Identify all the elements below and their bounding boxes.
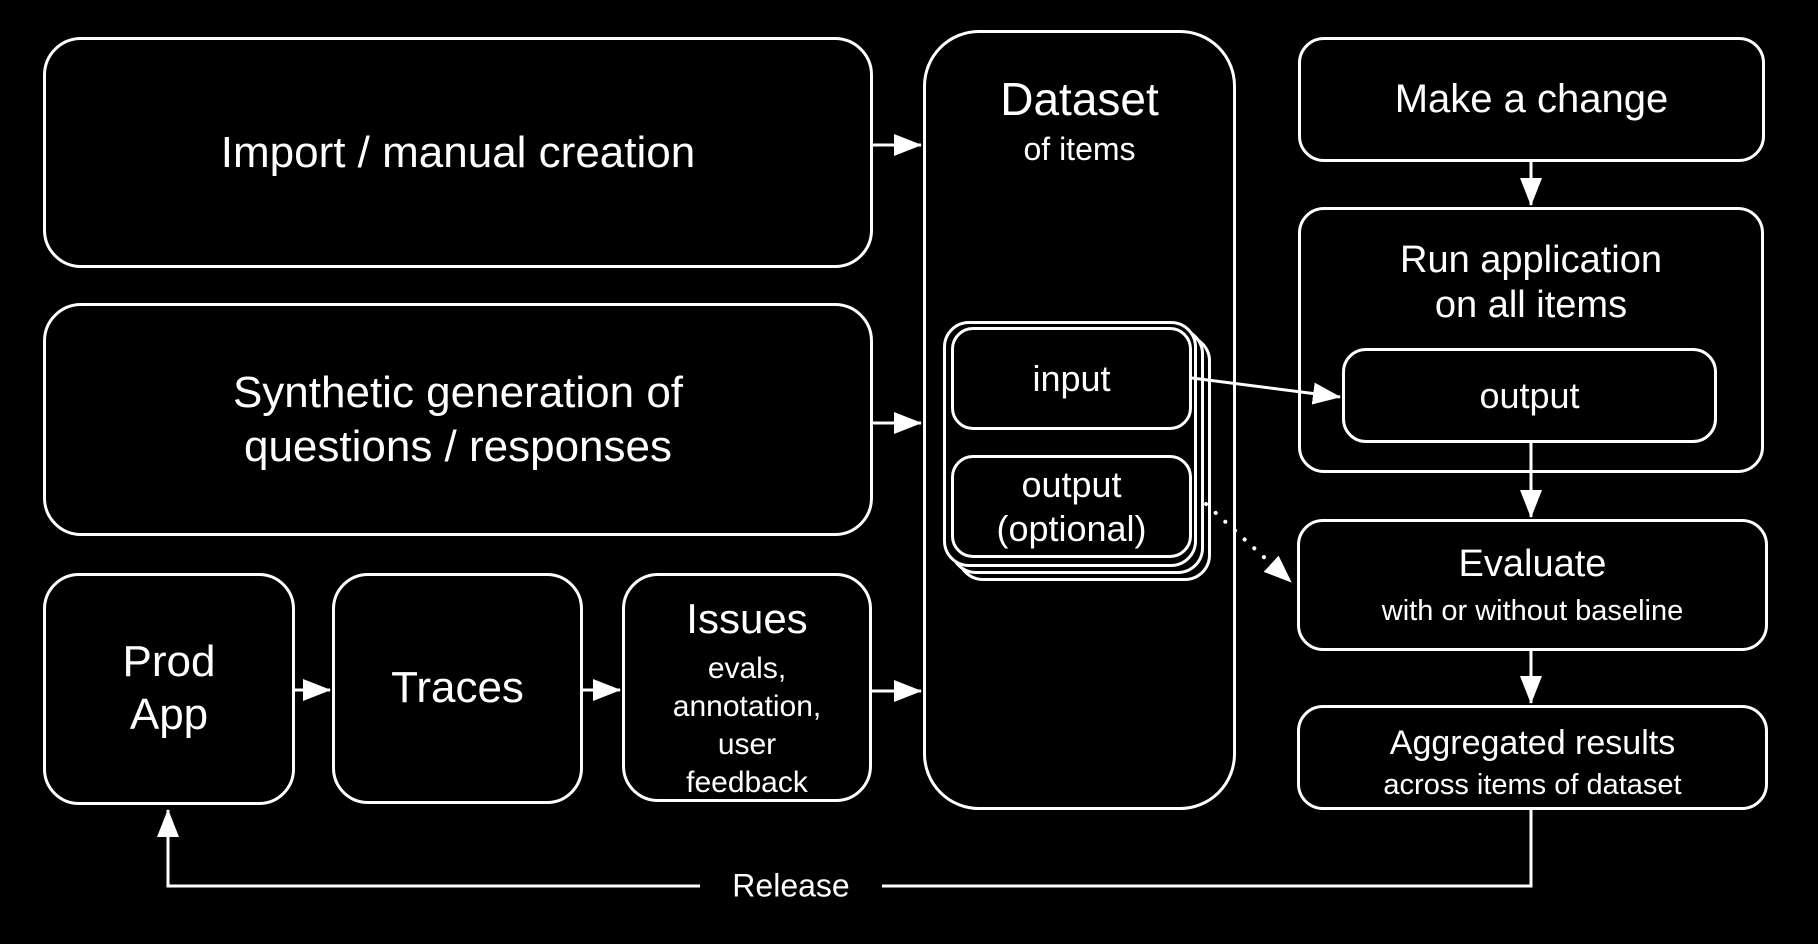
prod-app-box: Prod App [43, 573, 295, 805]
traces-label: Traces [391, 663, 524, 713]
run-app-title: Run application on all items [1400, 239, 1662, 326]
issues-box: Issues evals, annotation, user feedback [622, 573, 872, 802]
run-output-label: output [1479, 374, 1580, 416]
synthetic-box: Synthetic generation of questions / resp… [43, 303, 873, 536]
output-label: output (optional) [996, 464, 1147, 549]
aggregated-box: Aggregated results across items of datas… [1297, 705, 1768, 810]
output-card: output (optional) [951, 455, 1192, 558]
evaluate-box: Evaluate with or without baseline [1297, 519, 1768, 651]
run-output-box: output [1342, 348, 1717, 443]
evaluate-subtitle: with or without baseline [1381, 594, 1684, 627]
traces-box: Traces [332, 573, 583, 804]
make-change-label: Make a change [1394, 77, 1669, 121]
release-wire-right [882, 810, 1533, 888]
input-label: input [1032, 357, 1111, 399]
issues-title: Issues [686, 595, 808, 642]
import-box: Import / manual creation [43, 37, 873, 268]
issues-subtitle: evals, annotation, user feedback [672, 652, 822, 799]
make-change-box: Make a change [1298, 37, 1765, 162]
release-label: Release [732, 867, 850, 904]
aggregated-title: Aggregated results [1389, 724, 1676, 762]
dataset-subtitle: of items [1023, 130, 1136, 167]
synthetic-label: Synthetic generation of questions / resp… [232, 367, 684, 471]
aggregated-subtitle: across items of dataset [1383, 768, 1682, 801]
release-wire-left [157, 809, 700, 888]
evaluate-title: Evaluate [1458, 543, 1607, 585]
import-label: Import / manual creation [220, 127, 696, 177]
input-card: input [951, 327, 1192, 430]
prod-app-label: Prod App [122, 637, 216, 739]
dataset-title: Dataset [1000, 73, 1159, 125]
